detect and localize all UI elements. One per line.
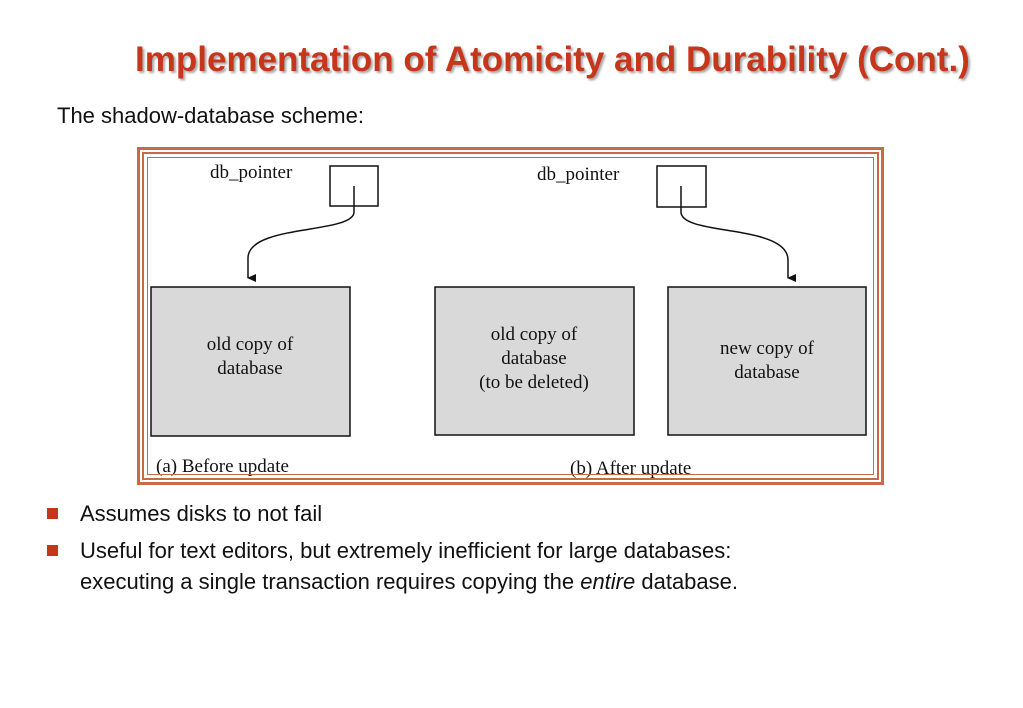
shadow-database-diagram: db_pointer old copy of database (a) Befo… — [150, 162, 867, 479]
db-pointer-label-left: db_pointer — [210, 162, 293, 183]
bullet-text-2-line1: Useful for text editors, but extremely i… — [80, 538, 732, 563]
pointer-arrow-right — [680, 186, 796, 282]
old-copy-right-line2: database — [501, 348, 566, 369]
new-copy-line1: new copy of — [720, 338, 815, 359]
db-pointer-box-right — [656, 165, 707, 208]
pointer-arrow-left — [247, 186, 355, 282]
bullet-text-2-line2-post: database. — [635, 569, 738, 594]
bullet-list: Assumes disks to not fail Useful for tex… — [47, 498, 947, 603]
slide-subtitle: The shadow-database scheme: — [57, 103, 364, 128]
old-copy-left-line1: old copy of — [207, 334, 294, 355]
square-bullet-icon — [47, 545, 58, 556]
old-copy-box-right — [434, 286, 635, 436]
caption-after-update: (b) After update — [570, 458, 691, 479]
old-copy-right-line1: old copy of — [491, 324, 578, 345]
db-pointer-label-right: db_pointer — [537, 164, 620, 185]
old-copy-right-line3: (to be deleted) — [479, 372, 589, 393]
db-pointer-box-left — [329, 165, 379, 207]
bullet-item: Assumes disks to not fail — [47, 498, 947, 529]
bullet-item: Useful for text editors, but extremely i… — [47, 535, 947, 597]
bullet-text-2-emphasis: entire — [580, 569, 636, 594]
square-bullet-icon — [47, 508, 58, 519]
shadow-database-figure: db_pointer old copy of database (a) Befo… — [137, 147, 884, 485]
slide-title: Implementation of Atomicity and Durabili… — [135, 40, 970, 79]
old-copy-left-line2: database — [217, 358, 282, 379]
old-copy-box-left — [150, 286, 351, 437]
bullet-text-1: Assumes disks to not fail — [80, 501, 323, 526]
bullet-text-2-line2-pre: executing a single transaction requires … — [80, 569, 581, 594]
caption-before-update: (a) Before update — [156, 456, 289, 477]
new-copy-box — [667, 286, 867, 436]
new-copy-line2: database — [734, 362, 799, 383]
